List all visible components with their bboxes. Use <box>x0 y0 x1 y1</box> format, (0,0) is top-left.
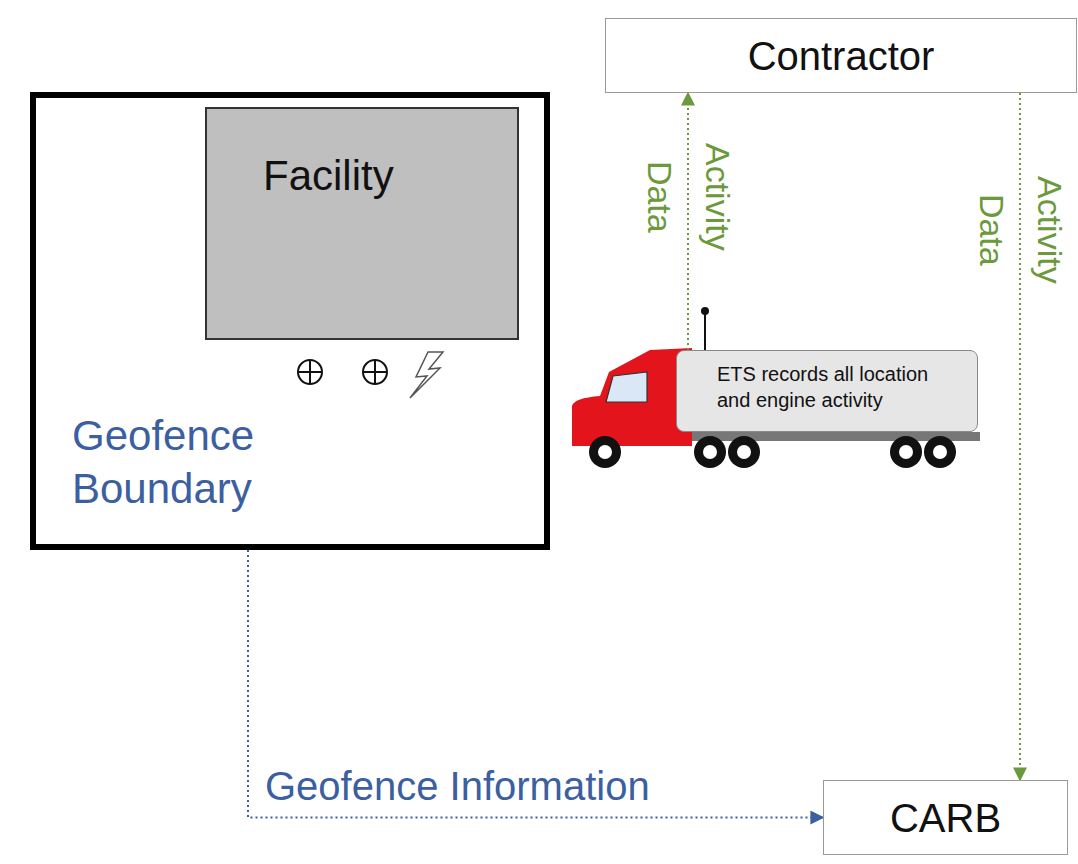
node-label: CARB <box>890 794 1001 842</box>
edge-label: Activity Data <box>630 143 746 251</box>
lightning-symbol <box>410 352 443 398</box>
wheels <box>589 436 956 468</box>
node-label: Contractor <box>748 32 935 80</box>
edge-label: Activity Data <box>962 176 1078 284</box>
process-box: Facility <box>205 107 519 340</box>
dotted-arrow <box>1019 93 1021 780</box>
node-label: ETS records all location and engine acti… <box>717 361 967 413</box>
outlet-symbol <box>363 360 387 384</box>
cab-window <box>606 372 647 402</box>
callout-box: ETS records all location and engine acti… <box>676 350 978 432</box>
dotted-arrow <box>687 93 689 350</box>
node-label: Facility <box>263 153 394 199</box>
antenna-tip <box>701 307 709 315</box>
process-box: Contractor <box>605 18 1077 93</box>
truck-cab <box>572 348 692 446</box>
process-box: CARB <box>823 780 1068 855</box>
dotted-arrow <box>248 550 823 818</box>
truck <box>572 307 980 468</box>
utility-symbols <box>298 352 443 398</box>
antenna <box>704 312 706 352</box>
wheel-hubs <box>598 445 947 459</box>
edge-label: Geofence Information <box>265 762 650 810</box>
geofence-boundary: Geofence Boundary Facility <box>30 92 550 550</box>
node-label: Geofence Boundary <box>72 410 312 515</box>
outlet-symbol <box>298 360 322 384</box>
